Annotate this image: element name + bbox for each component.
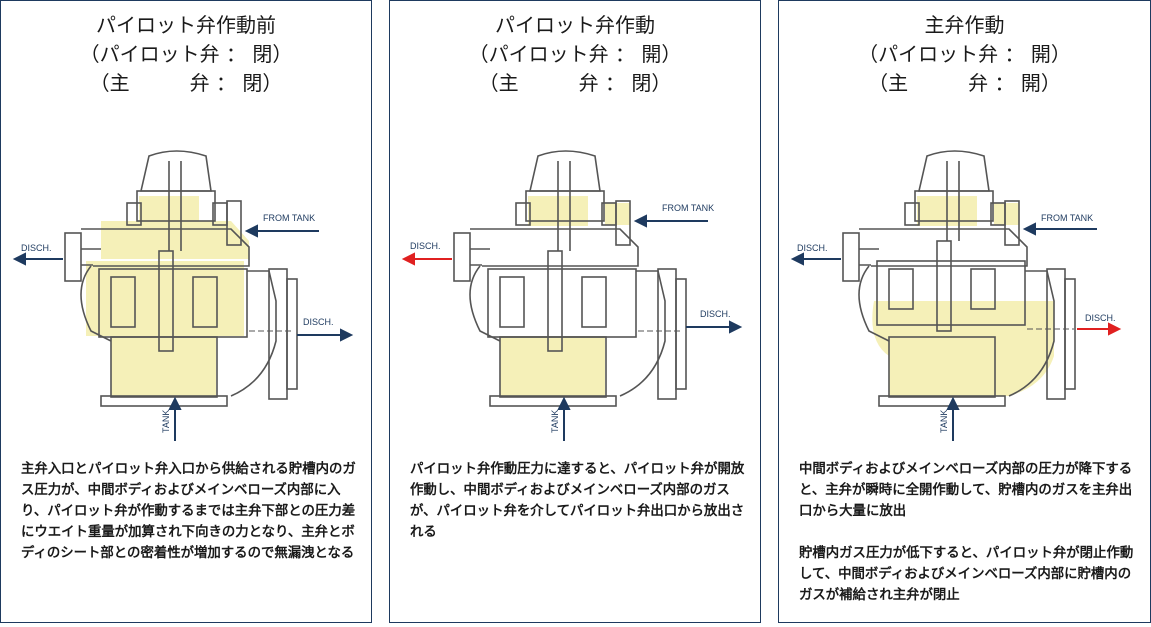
valve-body-outline (842, 150, 1076, 407)
panel-pilot-operating: パイロット弁作動 （パイロット弁 ： 開） （主 弁 ： 閉） (389, 0, 761, 623)
valve-diagram: FROM TANK DISCH. DISCH. TANK (790, 150, 1122, 441)
valve-body-fill (872, 196, 1054, 396)
arrow-from-tank (633, 214, 708, 228)
title-line-2: （パイロット弁 ： 開） (468, 42, 682, 66)
panel-title: パイロット弁作動 （パイロット弁 ： 開） （主 弁 ： 閉） (390, 11, 760, 98)
valve-body-outline (453, 150, 687, 407)
label-from-tank: FROM TANK (263, 213, 315, 223)
arrow-disch-left (12, 252, 63, 266)
label-tank: TANK (161, 410, 171, 433)
arrow-disch-left (401, 252, 452, 266)
title-line-3: （主 弁 ： 閉） (89, 71, 283, 95)
title-line-1: 主弁作動 (924, 13, 1005, 37)
panel-before-pilot: パイロット弁作動前 （パイロット弁 ： 閉） （主 弁 ： 閉） (0, 0, 372, 623)
label-disch-left: DISCH. (410, 241, 441, 251)
title-line-1: パイロット弁作動 (495, 13, 655, 37)
panel-title: パイロット弁作動前 （パイロット弁 ： 閉） （主 弁 ： 閉） (1, 11, 371, 98)
valve-body-fill (500, 196, 630, 396)
arrow-disch-right (686, 320, 743, 334)
panel-main-valve-operating: 主弁作動 （パイロット弁 ： 開） （主 弁 ： 開） (778, 0, 1151, 623)
label-disch-right: DISCH. (1085, 313, 1116, 323)
arrow-disch-right (1077, 322, 1122, 336)
panel-title: 主弁作動 （パイロット弁 ： 開） （主 弁 ： 開） (779, 11, 1150, 98)
label-disch-left: DISCH. (21, 243, 52, 253)
label-tank: TANK (939, 410, 949, 433)
desc-paragraph-2: 貯槽内ガス圧力が低下すると、パイロット弁が閉止作動して、中間ボディおよびメインベ… (799, 546, 1134, 603)
label-from-tank: FROM TANK (1041, 213, 1093, 223)
title-line-3: （主 弁 ： 閉） (478, 71, 672, 95)
desc-paragraph-1: 中間ボディおよびメインベローズ内部の圧力が降下すると、主弁が瞬時に全開作動して、… (799, 462, 1133, 519)
panel-description: 中間ボディおよびメインベローズ内部の圧力が降下すると、主弁が瞬時に全開作動して、… (799, 459, 1134, 627)
label-disch-left: DISCH. (797, 243, 828, 253)
arrow-from-tank (1022, 222, 1097, 236)
panel-description: 主弁入口とパイロット弁入口から供給される貯槽内のガス圧力が、中間ボディおよびメイ… (21, 459, 356, 585)
label-disch-right: DISCH. (700, 309, 731, 319)
title-line-1: パイロット弁作動前 (96, 13, 276, 37)
desc-paragraph-1: パイロット弁作動圧力に達すると、パイロット弁が開放作動し、中間ボディおよびメイン… (410, 462, 745, 540)
valve-body-fill (86, 196, 249, 396)
arrow-tank (557, 396, 571, 441)
panel-description: パイロット弁作動圧力に達すると、パイロット弁が開放作動し、中間ボディおよびメイン… (410, 459, 745, 564)
label-from-tank: FROM TANK (662, 203, 714, 213)
arrow-from-tank (244, 224, 319, 238)
arrow-disch-left (790, 252, 841, 266)
arrow-tank (168, 396, 182, 441)
label-tank: TANK (550, 410, 560, 433)
label-disch-right: DISCH. (303, 317, 334, 327)
title-line-3: （主 弁 ： 開） (868, 71, 1061, 95)
desc-paragraph-1: 主弁入口とパイロット弁入口から供給される貯槽内のガス圧力が、中間ボディおよびメイ… (21, 462, 356, 561)
valve-diagram: FROM TANK DISCH. DISCH. TANK (12, 150, 354, 441)
arrow-tank (946, 396, 960, 441)
title-line-2: （パイロット弁 ： 開） (858, 42, 1071, 66)
arrow-disch-right (297, 328, 354, 342)
title-line-2: （パイロット弁 ： 閉） (79, 42, 293, 66)
valve-diagram: FROM TANK DISCH. DISCH. TANK (401, 150, 743, 441)
